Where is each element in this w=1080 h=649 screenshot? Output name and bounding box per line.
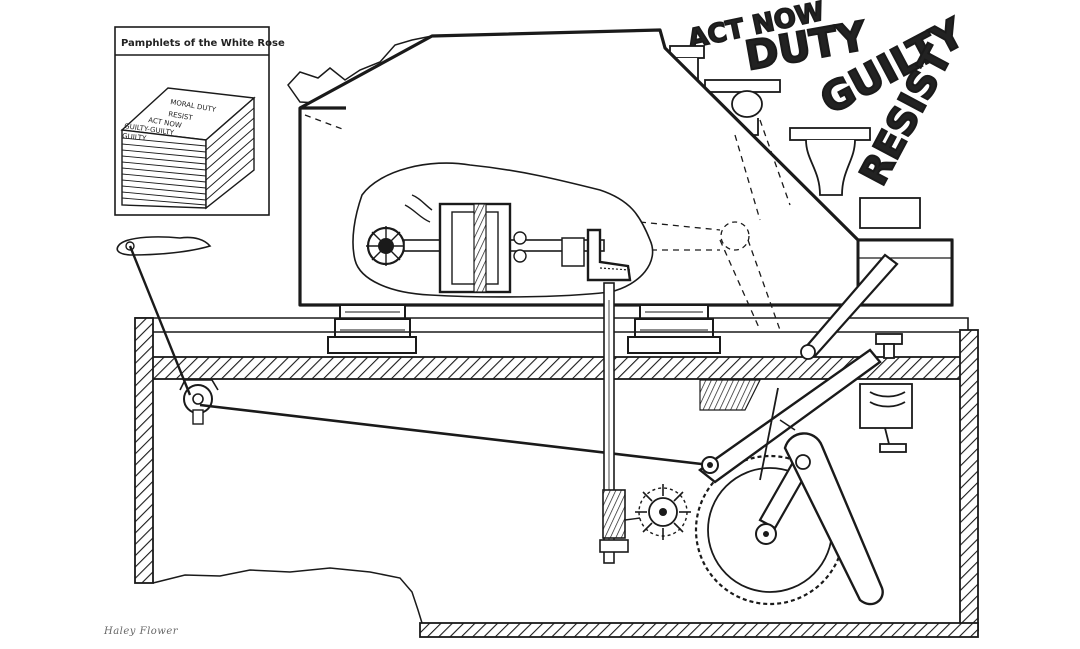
pamphlet-card-title: Pamphlets of the White Rose (121, 38, 285, 49)
inner-mechanism (352, 162, 654, 298)
crank-assembly (116, 236, 899, 606)
base-cabinet (134, 317, 979, 638)
side-clamp (859, 333, 913, 453)
pamphlet-card: Pamphlets of the White Rose MORAL DUTY R… (114, 26, 285, 216)
stack-line-5: GUILTY (122, 132, 148, 143)
paper-stack: MORAL DUTY RESIST ACT NOW GUILTY-GUILTY … (120, 87, 256, 210)
artist-signature: Haley Flower (104, 626, 179, 637)
sprocket-assembly (599, 282, 691, 564)
support-feet (327, 304, 721, 354)
